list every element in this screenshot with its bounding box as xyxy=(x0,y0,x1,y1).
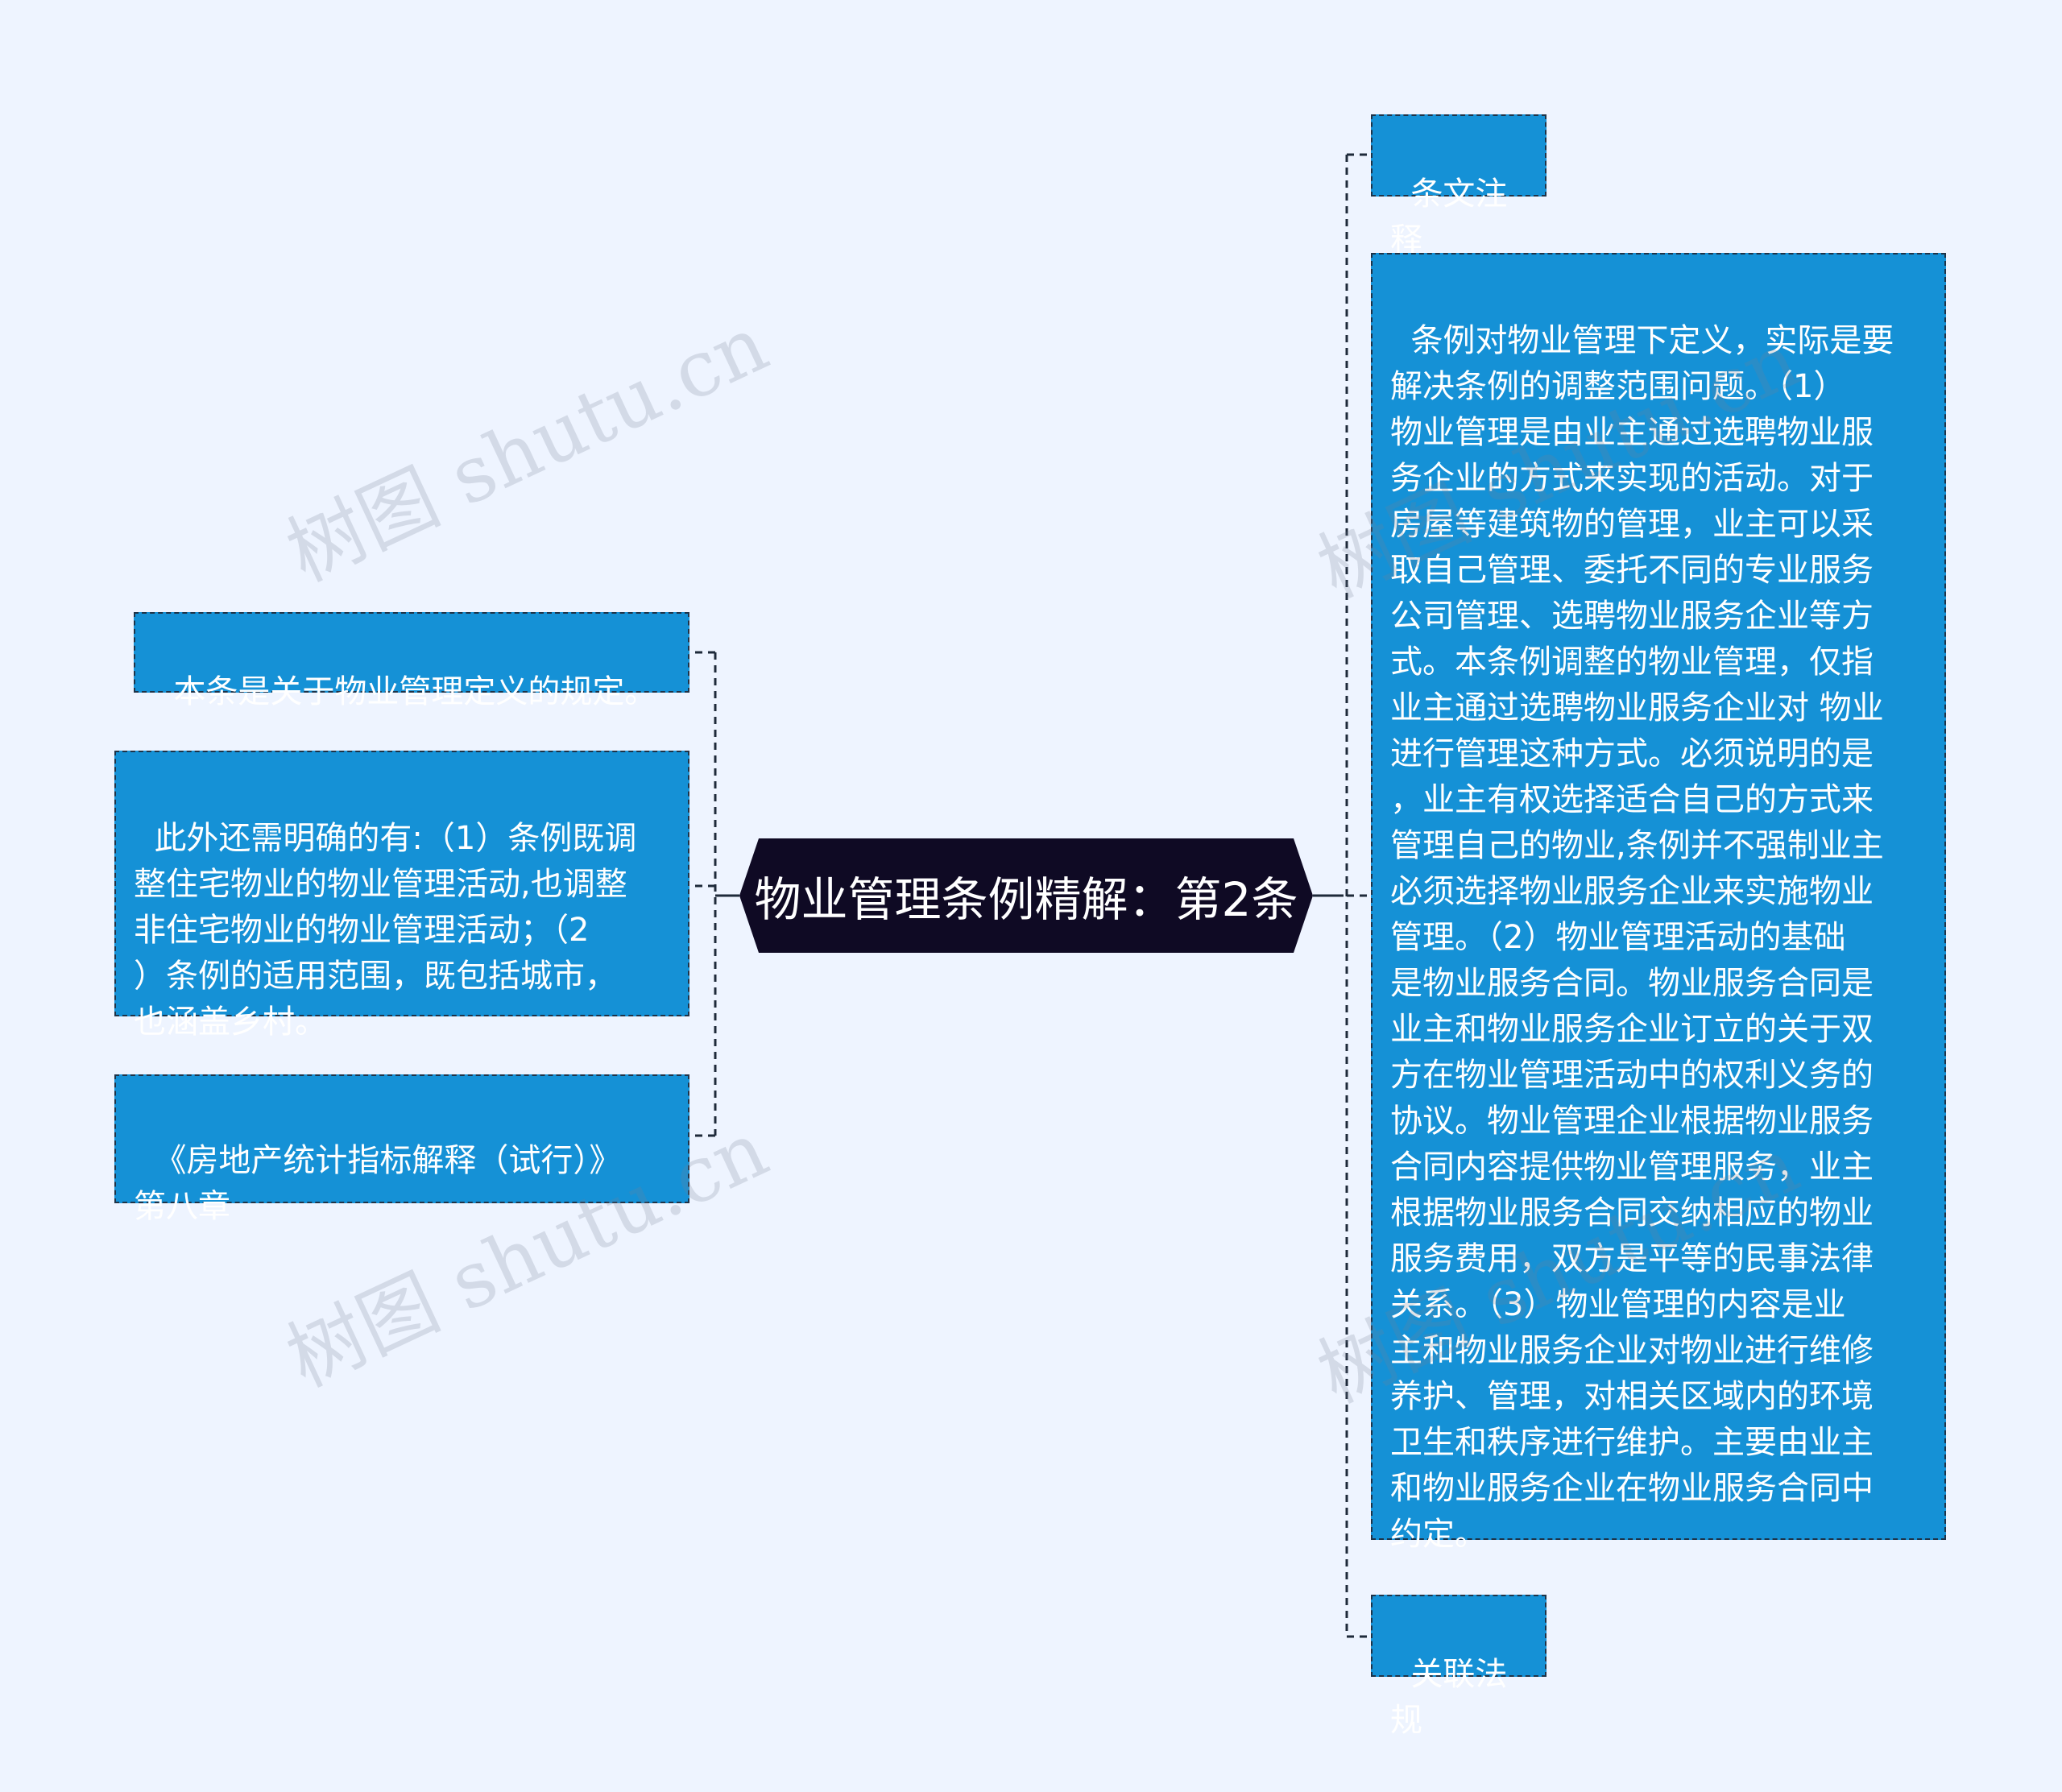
left-node-scope[interactable]: 此外还需明确的有:（1）条例既调 整住宅物业的物业管理活动,也调整 非住宅物业的… xyxy=(114,751,689,1041)
left-node-scope-text: 此外还需明确的有:（1）条例既调 整住宅物业的物业管理活动,也调整 非住宅物业的… xyxy=(134,820,637,1041)
left-node-definition-text: 本条是关于物业管理定义的规定。 xyxy=(173,673,657,710)
right-node-annotation-title[interactable]: 条文注释 xyxy=(1371,114,1546,259)
right-node-related-laws-text: 关联法规 xyxy=(1390,1656,1508,1739)
left-node-reference[interactable]: 《房地产统计指标解释（试行）》 第八章 xyxy=(114,1074,689,1225)
root-node[interactable]: 物业管理条例精解：第2条 xyxy=(739,838,1313,953)
right-node-annotation-body-text: 条例对物业管理下定义，实际是要 解决条例的调整范围问题。（1） 物业管理是由业主… xyxy=(1390,322,1894,1553)
left-node-definition[interactable]: 本条是关于物业管理定义的规定。 xyxy=(134,612,689,710)
right-node-related-laws[interactable]: 关联法规 xyxy=(1371,1595,1546,1739)
right-node-annotation-body[interactable]: 条例对物业管理下定义，实际是要 解决条例的调整范围问题。（1） 物业管理是由业主… xyxy=(1371,253,1946,1553)
right-node-annotation-title-text: 条文注释 xyxy=(1390,176,1508,259)
left-node-reference-text: 《房地产统计指标解释（试行）》 第八章 xyxy=(134,1142,622,1225)
root-title: 物业管理条例精解：第2条 xyxy=(754,872,1298,927)
